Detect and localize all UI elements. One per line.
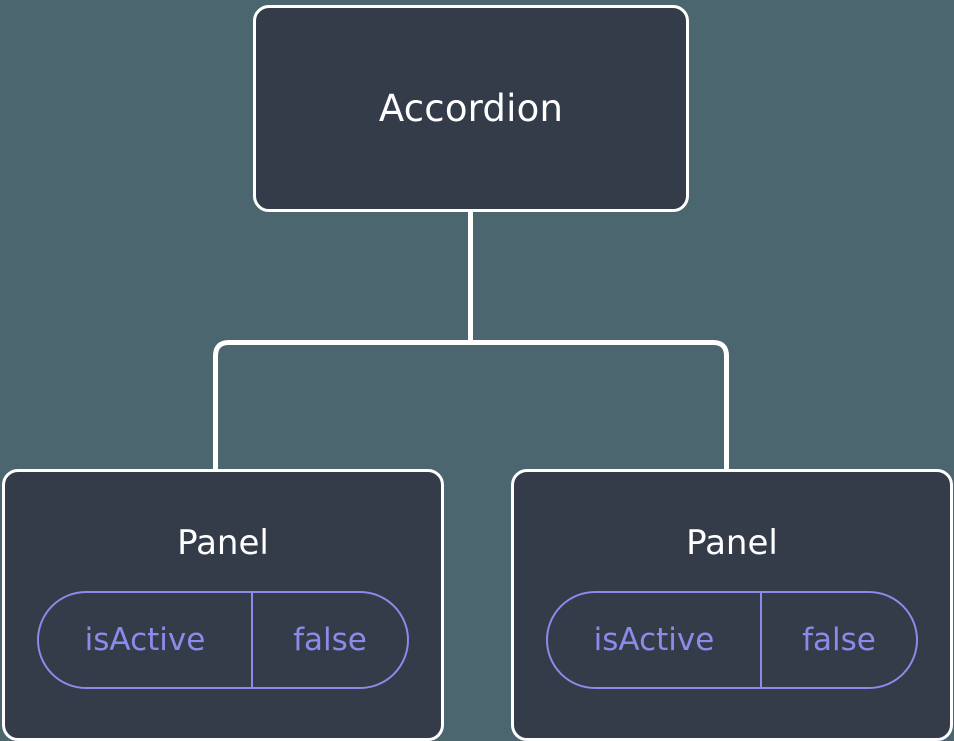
node-accordion-label: Accordion: [378, 87, 564, 130]
node-panel-2-label: Panel: [686, 523, 778, 563]
node-accordion[interactable]: Accordion: [253, 5, 689, 212]
connector-to-right-panel: [470, 340, 729, 470]
node-panel-2-prop-value: false: [802, 621, 876, 658]
node-panel-1-label: Panel: [177, 523, 269, 563]
node-panel-2-prop-key: isActive: [548, 593, 762, 687]
node-panel-2[interactable]: Panel isActive false: [511, 469, 953, 741]
node-panel-1[interactable]: Panel isActive false: [2, 469, 444, 741]
node-panel-1-prop-value: false: [293, 621, 367, 658]
node-panel-1-prop-key: isActive: [39, 593, 253, 687]
node-panel-1-prop-badge[interactable]: isActive false: [37, 591, 409, 689]
node-panel-2-prop-badge[interactable]: isActive false: [546, 591, 918, 689]
connector-to-left-panel: [213, 340, 471, 470]
